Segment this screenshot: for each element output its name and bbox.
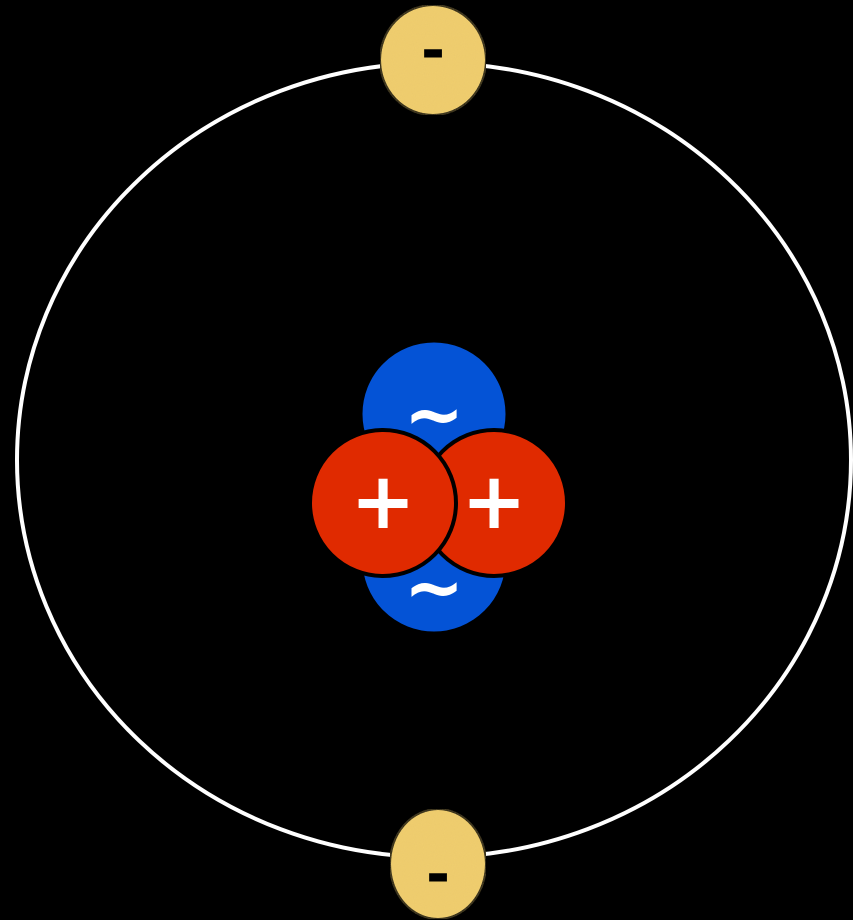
proton-left-symbol: + (350, 457, 415, 547)
electron-bottom: - (390, 809, 486, 919)
proton-left: + (310, 430, 456, 576)
electron-top: - (380, 5, 486, 115)
proton-right-symbol: + (461, 457, 526, 547)
electron-top-symbol: - (421, 16, 445, 84)
electron-bottom-symbol: - (426, 840, 450, 908)
